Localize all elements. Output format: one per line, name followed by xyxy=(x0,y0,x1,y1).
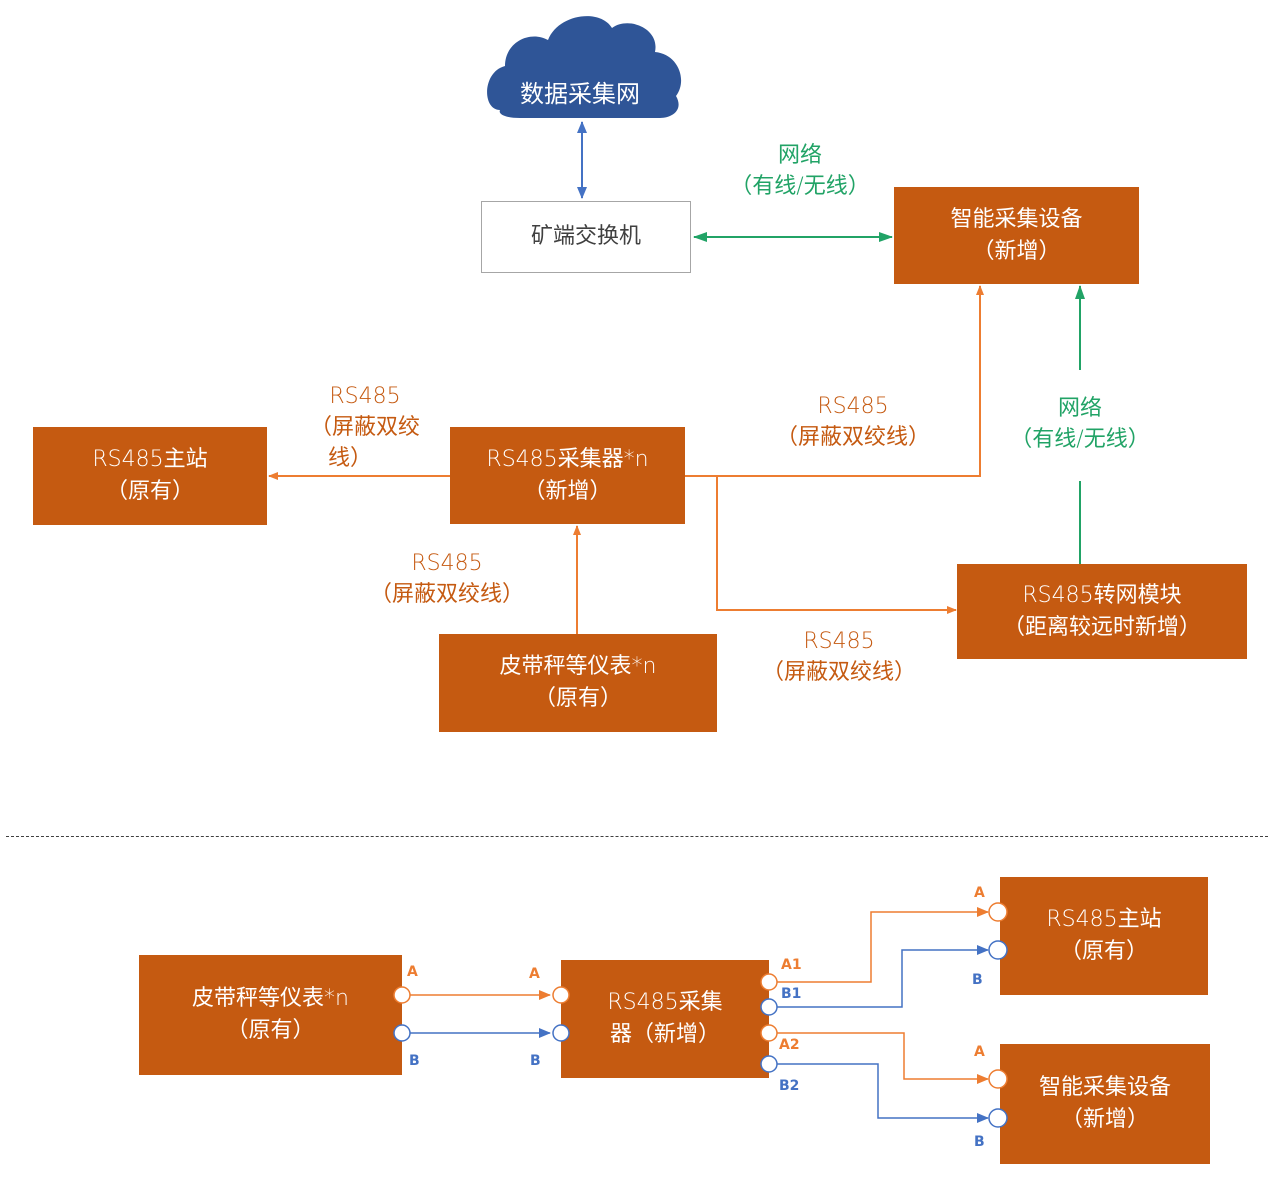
smart-device-title: 智能采集设备 xyxy=(950,206,1083,232)
pin-label-collector-a1: A1 xyxy=(781,957,802,973)
section-divider xyxy=(6,836,1268,837)
mine-switch-label: 矿端交换机 xyxy=(530,224,641,249)
wire-b2-device xyxy=(777,1063,989,1123)
wire-a1-master xyxy=(777,907,989,983)
pin-label-collector-b2: B2 xyxy=(779,1078,800,1094)
instrument-box[interactable]: 皮带秤等仪表*n （原有） xyxy=(439,634,717,732)
wiring-master-subtitle: （原有） xyxy=(1059,939,1148,964)
wire-a2-device xyxy=(777,1032,989,1084)
switch-device-link-label: 网络 （有线/无线） xyxy=(730,143,870,199)
wiring-instrument-subtitle: （原有） xyxy=(226,1018,315,1043)
pin-label-collector-in-a: A xyxy=(529,966,540,982)
converter-box[interactable]: RS485转网模块 （距离较远时新增） xyxy=(957,564,1247,659)
cloud-label: 数据采集网 xyxy=(520,80,640,108)
wiring-smart-device-title: 智能采集设备 xyxy=(1038,1075,1171,1100)
collector-title: RS485采集器*n xyxy=(486,446,649,472)
collector-device-link-label: RS485 （屏蔽双绞线） xyxy=(775,394,930,450)
wiring-collector-box[interactable]: RS485采集 器（新增） xyxy=(561,960,769,1078)
pin-label-instrument-b: B xyxy=(409,1053,420,1069)
converter-subtitle: （距离较远时新增） xyxy=(1002,614,1201,640)
collector-device-link xyxy=(685,285,984,477)
converter-device-link-label: 网络 （有线/无线） xyxy=(1010,396,1150,452)
wiring-collector-title: RS485采集 xyxy=(607,990,723,1015)
wire-b1-master xyxy=(777,945,989,1008)
instrument-subtitle: （原有） xyxy=(533,686,622,711)
instrument-collector-link-label: RS485 （屏蔽双绞线） xyxy=(369,551,524,607)
mine-switch-box[interactable]: 矿端交换机 xyxy=(481,201,691,273)
collector-master-link-label: RS485 （屏蔽双绞 线） xyxy=(309,384,420,471)
collector-converter-link xyxy=(716,476,957,614)
master-station-box[interactable]: RS485主站 （原有） xyxy=(33,427,267,525)
pin-label-master-b: B xyxy=(972,972,983,988)
collector-subtitle: （新增） xyxy=(523,478,612,504)
wiring-smart-device-box[interactable]: 智能采集设备 （新增） xyxy=(1000,1044,1210,1164)
master-station-title: RS485主站 xyxy=(92,447,208,472)
collector-box[interactable]: RS485采集器*n （新增） xyxy=(450,427,685,524)
pin-label-device-b: B xyxy=(974,1134,985,1150)
instrument-title: 皮带秤等仪表*n xyxy=(499,654,657,679)
smart-device-box[interactable]: 智能采集设备 （新增） xyxy=(894,187,1139,284)
collector-converter-link-label: RS485 （屏蔽双绞线） xyxy=(761,629,916,685)
wiring-master-box[interactable]: RS485主站 （原有） xyxy=(1000,877,1208,995)
wiring-smart-device-subtitle: （新增） xyxy=(1060,1107,1149,1132)
pin-label-collector-a2: A2 xyxy=(779,1037,800,1053)
wiring-collector-subtitle: 器（新增） xyxy=(609,1022,720,1047)
pin-label-collector-b1: B1 xyxy=(781,986,802,1002)
converter-title: RS485转网模块 xyxy=(1022,582,1182,608)
cloud-icon xyxy=(487,16,682,118)
pin-label-device-a: A xyxy=(974,1044,985,1060)
wiring-instrument-title: 皮带秤等仪表*n xyxy=(192,986,349,1011)
pin-label-collector-in-b: B xyxy=(530,1053,541,1069)
pin-label-master-a: A xyxy=(974,885,985,901)
pin-label-instrument-a: A xyxy=(407,964,418,980)
smart-device-subtitle: （新增） xyxy=(972,238,1061,264)
wiring-master-title: RS485主站 xyxy=(1046,907,1162,932)
master-station-subtitle: （原有） xyxy=(105,479,194,504)
wiring-instrument-box[interactable]: 皮带秤等仪表*n （原有） xyxy=(139,955,402,1075)
